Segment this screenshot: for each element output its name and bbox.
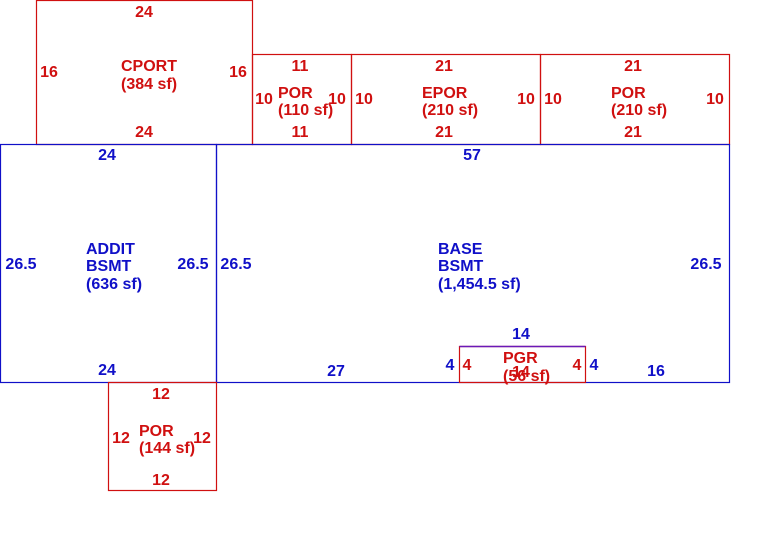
por-small-right-dim: 10 — [328, 91, 346, 108]
cport-area: (384 sf) — [121, 76, 177, 93]
epor-right-dim: 10 — [517, 91, 535, 108]
addit-label-1: ADDIT — [86, 241, 135, 258]
por-right-area: (210 sf) — [611, 102, 667, 119]
base-bottom-right-dim: 16 — [647, 363, 665, 380]
cport-bottom-dim: 24 — [135, 124, 153, 141]
base-notch-left-dim: 4 — [446, 357, 455, 374]
por-right-right-dim: 10 — [706, 91, 724, 108]
por-right-left-dim: 10 — [544, 91, 562, 108]
base-notch-right-dim: 4 — [590, 357, 599, 374]
por-right-top-dim: 21 — [624, 58, 642, 75]
pgr-label: PGR — [503, 350, 538, 367]
por-bottom-right-dim: 12 — [193, 430, 211, 447]
epor-left-dim: 10 — [355, 91, 373, 108]
por-bottom-area: (144 sf) — [139, 440, 195, 457]
por-bottom-outline — [107, 381, 218, 492]
base-label-1: BASE — [438, 241, 483, 258]
pgr-area: (56 sf) — [503, 368, 550, 385]
cport-label: CPORT — [121, 58, 177, 75]
por-bottom-left-dim: 12 — [112, 430, 130, 447]
por-right-label: POR — [611, 85, 646, 102]
cport-right-dim: 16 — [229, 64, 247, 81]
addit-right-dim: 26.5 — [177, 256, 208, 273]
base-area: (1,454.5 sf) — [438, 276, 521, 293]
addit-top-dim: 24 — [98, 147, 116, 164]
base-bottom-left-dim: 27 — [327, 363, 345, 380]
pgr-left-dim: 4 — [463, 357, 472, 374]
addit-left-dim: 26.5 — [5, 256, 36, 273]
por-small-area: (110 sf) — [278, 102, 333, 119]
cport-top-dim: 24 — [135, 4, 153, 21]
addit-bottom-dim: 24 — [98, 362, 116, 379]
por-small-left-dim: 10 — [255, 91, 273, 108]
base-notch-top-dim: 14 — [512, 326, 530, 343]
pgr-bottom-dim: 14 — [512, 364, 530, 381]
epor-label: EPOR — [422, 85, 468, 102]
epor-bottom-dim: 21 — [435, 124, 453, 141]
por-right-bottom-dim: 21 — [624, 124, 642, 141]
base-left-dim: 26.5 — [220, 256, 251, 273]
por-bottom-top-dim: 12 — [152, 386, 170, 403]
base-top-dim: 57 — [463, 147, 481, 164]
epor-top-dim: 21 — [435, 58, 453, 75]
addit-label-2: BSMT — [86, 258, 132, 275]
por-small-top-dim: 11 — [292, 58, 309, 75]
por-small-label: POR — [278, 85, 313, 102]
por-bottom-label: POR — [139, 423, 174, 440]
epor-area: (210 sf) — [422, 102, 478, 119]
cport-left-dim: 16 — [40, 64, 58, 81]
por-small-bottom-dim: 11 — [292, 124, 309, 141]
base-right-dim: 26.5 — [690, 256, 721, 273]
pgr-right-dim: 4 — [573, 357, 582, 374]
addit-area: (636 sf) — [86, 276, 142, 293]
por-bottom-bottom-dim: 12 — [152, 472, 170, 489]
base-label-2: BSMT — [438, 258, 484, 275]
